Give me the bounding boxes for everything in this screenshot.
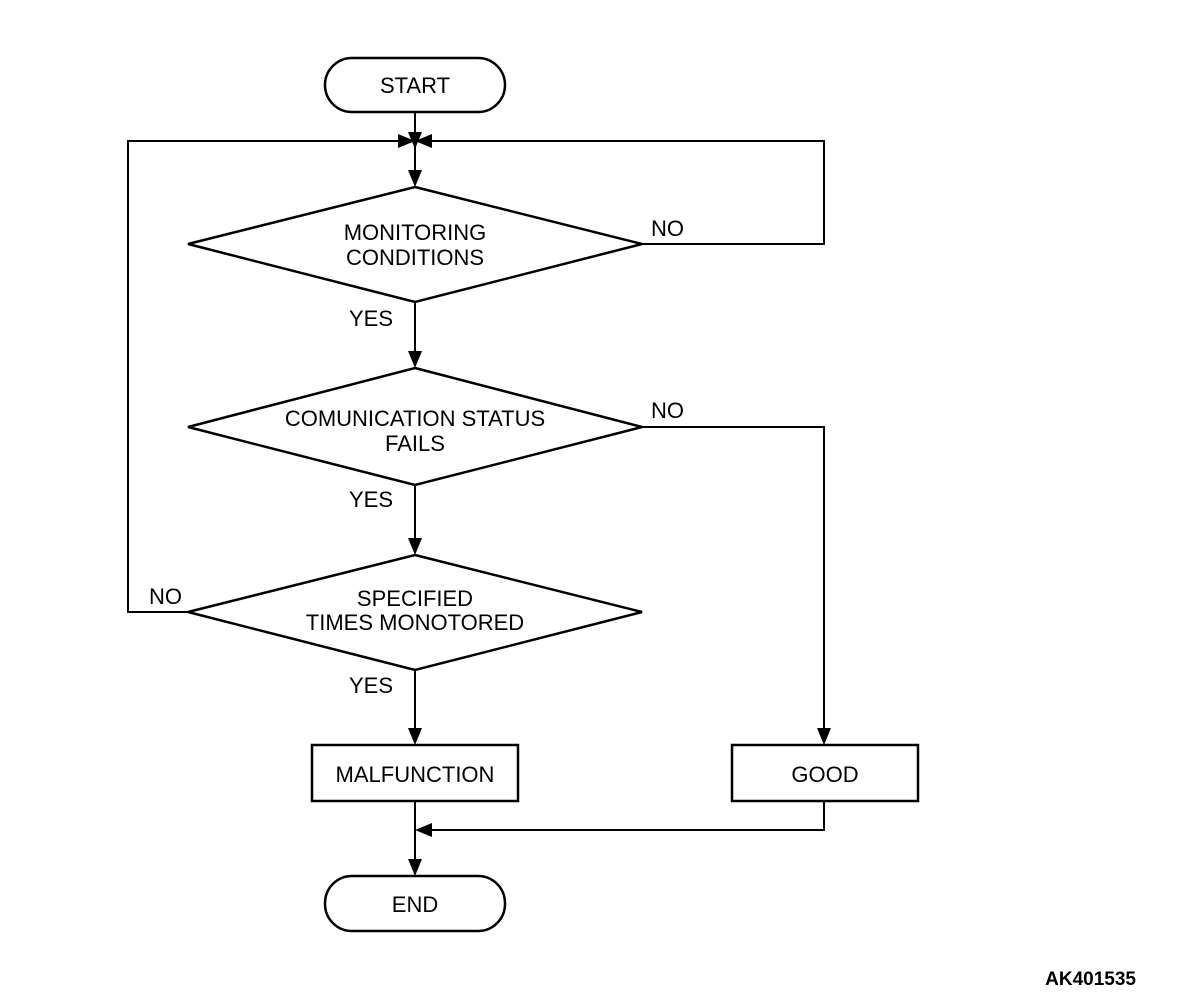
arrow-left-end <box>415 823 432 837</box>
start-label: START <box>380 73 450 98</box>
connector-monitoring-no-loop <box>422 140 825 245</box>
end-label: END <box>392 892 438 917</box>
connector-communication-no <box>642 426 825 735</box>
arrow-down-good <box>817 728 831 745</box>
monitoring-label-line1: MONITORING <box>344 220 487 245</box>
communication-no-label: NO <box>651 398 684 423</box>
malfunction-label: MALFUNCTION <box>336 762 495 787</box>
good-label: GOOD <box>791 762 858 787</box>
connector-good-to-end <box>425 802 825 831</box>
connector-specified-no-loop <box>127 140 408 613</box>
monitoring-yes-label: YES <box>349 306 393 331</box>
arrow-down-monitoring <box>408 170 422 187</box>
arrow-right-merge <box>398 134 415 148</box>
specified-times-decision <box>187 553 643 672</box>
figure-id: AK401535 <box>1045 969 1136 990</box>
end-terminal <box>323 874 507 933</box>
good-box <box>730 743 920 803</box>
arrow-down-communication <box>408 351 422 368</box>
communication-yes-label: YES <box>349 487 393 512</box>
arrow-down-specified <box>408 538 422 555</box>
communication-label-line2: FAILS <box>385 431 445 456</box>
communication-label-line1: COMUNICATION STATUS <box>285 406 545 431</box>
specified-label-line2: TIMES MONOTORED <box>306 610 524 635</box>
specified-no-label: NO <box>149 584 182 609</box>
monitoring-label-line2: CONDITIONS <box>346 245 484 270</box>
monitoring-no-label: NO <box>651 216 684 241</box>
start-terminal <box>323 56 507 114</box>
arrow-down-malfunction <box>408 728 422 745</box>
malfunction-box <box>310 743 520 803</box>
arrow-left-merge <box>415 134 432 148</box>
specified-yes-label: YES <box>349 673 393 698</box>
monitoring-conditions-decision <box>187 185 643 304</box>
communication-status-decision <box>187 366 643 487</box>
arrow-down-merge <box>408 132 422 149</box>
specified-label-line1: SPECIFIED <box>357 586 473 611</box>
arrow-down-end <box>408 859 422 876</box>
